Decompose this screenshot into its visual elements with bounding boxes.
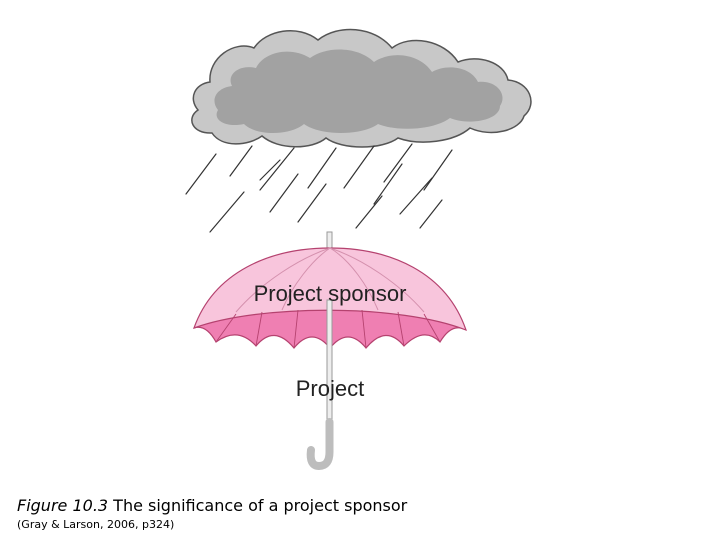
umbrella-handle <box>306 418 334 471</box>
caption-text: The significance of a project sponsor <box>113 496 408 515</box>
figure-citation: (Gray & Larson, 2006, p324) <box>17 518 175 531</box>
canopy-label: Project sponsor <box>254 281 407 306</box>
figure-caption: Figure 10.3 The significance of a projec… <box>17 496 407 515</box>
cloud-icon <box>191 28 532 148</box>
rain-icon <box>185 143 453 233</box>
umbrella-shaft-lower <box>326 299 333 429</box>
umbrella-icon: Project sponsor Project <box>193 231 467 471</box>
project-label: Project <box>296 376 364 401</box>
umbrella-ribs <box>235 247 425 313</box>
umbrella-canopy-top <box>193 247 467 332</box>
cloud-inner <box>214 49 503 133</box>
figure-label: Figure 10.3 <box>17 496 109 515</box>
umbrella-inner-ribs <box>215 309 441 349</box>
